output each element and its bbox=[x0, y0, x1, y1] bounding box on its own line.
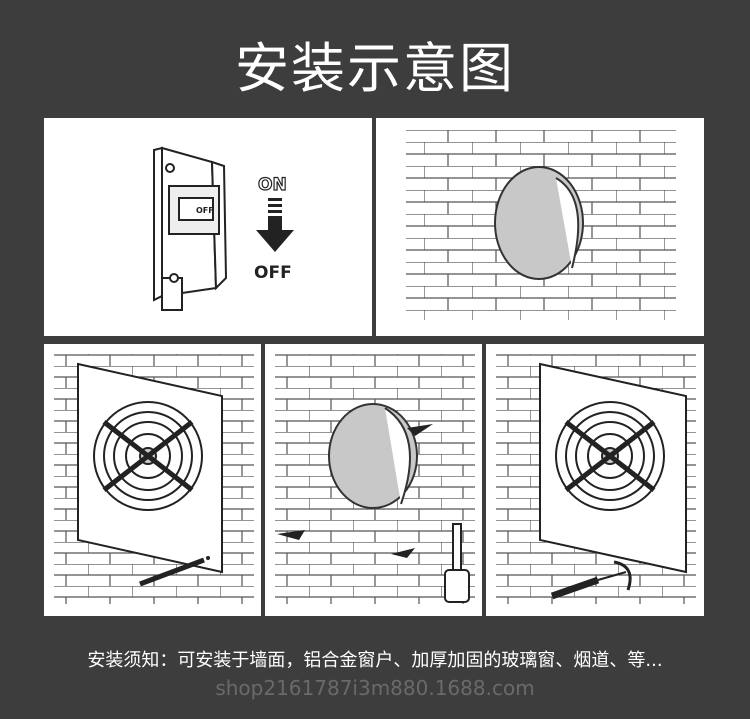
fan-mark-illustration bbox=[54, 354, 254, 604]
step-switch-off-panel: OFF ON OFF bbox=[44, 118, 372, 336]
page-title: 安装示意图 bbox=[235, 37, 515, 100]
breaker-illustration: OFF ON OFF bbox=[153, 146, 294, 311]
anchors-illustration bbox=[275, 354, 475, 604]
arrow-icon bbox=[277, 424, 433, 558]
step-insert-anchors-panel bbox=[265, 344, 482, 616]
breaker-off-text: OFF bbox=[196, 206, 214, 215]
step-screw-fan-panel bbox=[486, 344, 704, 616]
off-label: OFF bbox=[254, 263, 292, 283]
fan-grille-icon bbox=[555, 401, 665, 511]
arrow-down-icon bbox=[256, 198, 294, 252]
rotate-arrow-icon bbox=[613, 560, 632, 591]
fan-plate bbox=[77, 362, 223, 574]
pencil-icon bbox=[139, 557, 205, 587]
fan-plate bbox=[539, 362, 687, 574]
shop-watermark: shop2161787i3m880.1688.com bbox=[215, 676, 535, 700]
step-cut-hole-panel bbox=[376, 118, 704, 336]
fan-screw-illustration bbox=[496, 354, 696, 604]
screwdriver-icon bbox=[550, 576, 600, 600]
wall-hole-illustration bbox=[406, 130, 676, 320]
installation-notice: 安装须知：可安装于墙面，铝合金窗户、加厚加固的玻璃窗、烟道、等... bbox=[87, 650, 663, 671]
step-mark-holes-panel bbox=[44, 344, 261, 616]
screwdriver-icon bbox=[444, 523, 470, 603]
fan-grille-icon bbox=[93, 401, 203, 511]
on-label: ON bbox=[258, 175, 287, 195]
